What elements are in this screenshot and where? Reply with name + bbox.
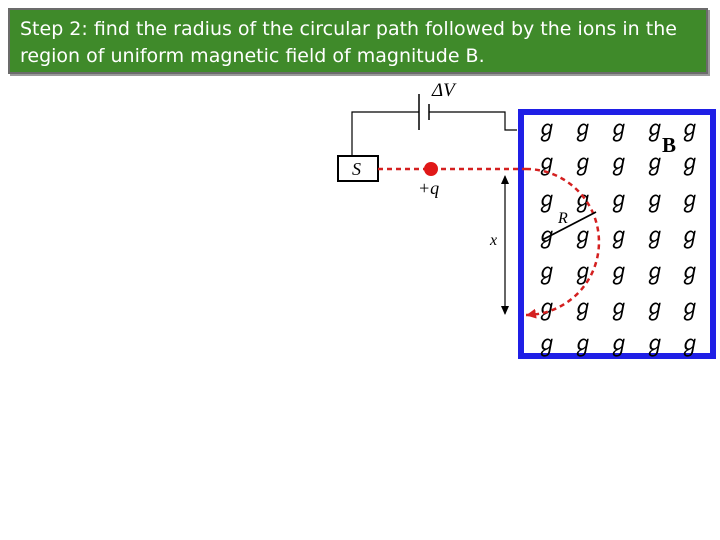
wire-right bbox=[429, 111, 517, 131]
distance-label: x bbox=[489, 232, 497, 249]
field-into-page-symbol: ℊ bbox=[644, 224, 666, 250]
ion-exit-arrow bbox=[526, 308, 537, 319]
charge-dot bbox=[424, 162, 438, 176]
field-symbols: ℊℊℊℊℊℊℊℊℊℊℊℊℊℊℊℊℊℊℊℊℊℊℊℊℊℊℊℊℊℊℊℊℊℊℊ bbox=[536, 117, 701, 358]
source-box bbox=[337, 155, 379, 182]
field-into-page-symbol: ℊ bbox=[679, 188, 701, 214]
wire-left bbox=[351, 111, 419, 156]
radius-line bbox=[541, 211, 597, 241]
field-into-page-symbol: ℊ bbox=[536, 188, 558, 214]
field-into-page-symbol: ℊ bbox=[679, 332, 701, 358]
field-into-page-symbol: ℊ bbox=[644, 260, 666, 286]
voltage-label: ΔV bbox=[431, 80, 457, 101]
field-into-page-symbol: ℊ bbox=[536, 296, 558, 322]
field-label: B bbox=[662, 133, 676, 157]
field-into-page-symbol: ℊ bbox=[644, 188, 666, 214]
field-into-page-symbol: ℊ bbox=[572, 224, 594, 250]
circuit-wires bbox=[351, 111, 517, 156]
field-into-page-symbol: ℊ bbox=[644, 332, 666, 358]
field-into-page-symbol: ℊ bbox=[644, 296, 666, 322]
field-into-page-symbol: ℊ bbox=[536, 260, 558, 286]
step-banner: Step 2: find the radius of the circular … bbox=[8, 8, 708, 74]
field-into-page-symbol: ℊ bbox=[536, 332, 558, 358]
field-into-page-symbol: ℊ bbox=[679, 117, 701, 143]
radius-label: R bbox=[557, 210, 568, 227]
field-into-page-symbol: ℊ bbox=[536, 117, 558, 143]
step-text: Step 2: find the radius of the circular … bbox=[20, 18, 677, 67]
field-into-page-symbol: ℊ bbox=[572, 332, 594, 358]
field-into-page-symbol: ℊ bbox=[572, 296, 594, 322]
field-into-page-symbol: ℊ bbox=[679, 260, 701, 286]
field-into-page-symbol: ℊ bbox=[679, 151, 701, 177]
battery bbox=[418, 94, 430, 130]
field-into-page-symbol: ℊ bbox=[536, 151, 558, 177]
field-into-page-symbol: ℊ bbox=[608, 151, 630, 177]
field-into-page-symbol: ℊ bbox=[572, 188, 594, 214]
field-into-page-symbol: ℊ bbox=[608, 117, 630, 143]
field-into-page-symbol: ℊ bbox=[572, 117, 594, 143]
field-into-page-symbol: ℊ bbox=[608, 296, 630, 322]
field-into-page-symbol: ℊ bbox=[608, 332, 630, 358]
field-into-page-symbol: ℊ bbox=[608, 260, 630, 286]
field-into-page-symbol: ℊ bbox=[679, 296, 701, 322]
source-label: S bbox=[352, 159, 361, 179]
charge-label: +q bbox=[418, 178, 439, 198]
field-into-page-symbol: ℊ bbox=[572, 151, 594, 177]
field-into-page-symbol: ℊ bbox=[644, 117, 666, 143]
field-into-page-symbol: ℊ bbox=[679, 224, 701, 250]
field-into-page-symbol: ℊ bbox=[608, 224, 630, 250]
field-into-page-symbol: ℊ bbox=[644, 151, 666, 177]
field-into-page-symbol: ℊ bbox=[608, 188, 630, 214]
